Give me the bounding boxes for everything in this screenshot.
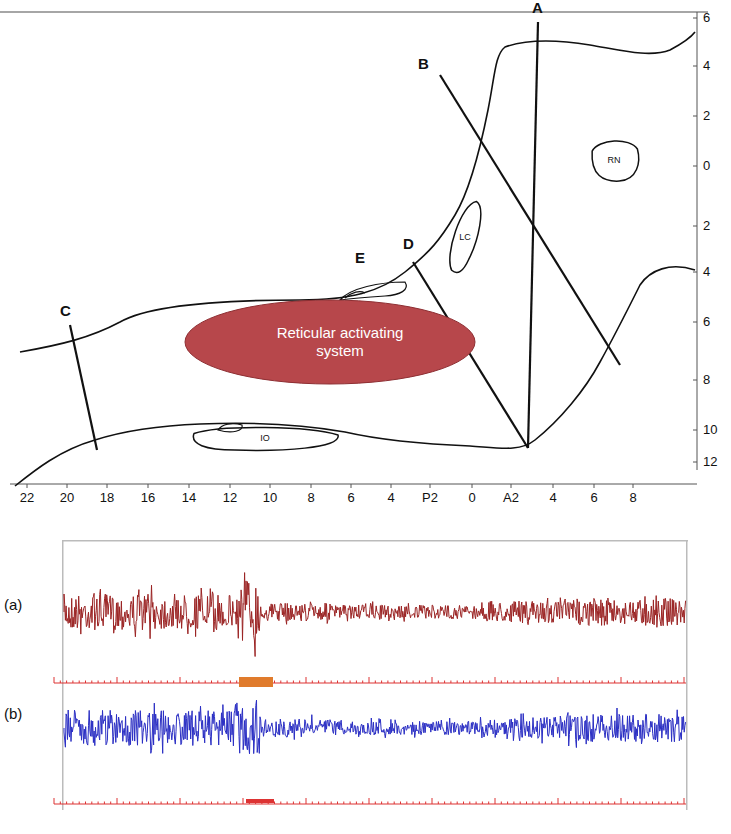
section-line-a — [528, 22, 538, 448]
stimulus-bar — [239, 677, 273, 687]
section-letter: D — [403, 236, 414, 251]
eeg-trace-b — [64, 700, 686, 754]
axis-number: 8 — [307, 491, 314, 504]
axis-number: 16 — [141, 491, 155, 504]
nucleus-label: IO — [260, 433, 270, 444]
section-letter: C — [60, 303, 71, 318]
axis-number: 8 — [629, 491, 636, 504]
axis-number: P2 — [422, 491, 438, 504]
axis-number: 4 — [387, 491, 394, 504]
axis-number: 12 — [703, 455, 717, 468]
axis-number: 8 — [703, 373, 710, 386]
axis-number: 18 — [100, 491, 114, 504]
axis-ticks — [27, 18, 697, 488]
axis-number: A2 — [503, 491, 519, 504]
section-line-c — [70, 325, 97, 450]
panel-label: (a) — [4, 597, 22, 612]
axis-number: 6 — [590, 491, 597, 504]
trace-frame — [686, 690, 688, 810]
region-ellipse: Reticular activating system — [185, 300, 475, 384]
trace-frame — [62, 540, 64, 690]
trace-frame — [686, 540, 688, 690]
axis-number: 2 — [703, 109, 710, 122]
stimulus-bar — [246, 799, 274, 803]
axis-number: 6 — [703, 315, 710, 328]
eeg-trace-a — [64, 573, 686, 657]
nucleus-outline: LC — [446, 200, 484, 274]
axis-number: 2 — [703, 219, 710, 232]
trace-frame — [62, 540, 688, 542]
shape-outline — [185, 300, 475, 384]
frame-top — [0, 11, 708, 13]
panel-label: (b) — [4, 706, 22, 721]
axis-number: 14 — [182, 491, 196, 504]
section-letter: A — [532, 0, 543, 15]
brainstem-outline — [0, 12, 708, 486]
axis-number: 22 — [20, 491, 34, 504]
axis-number: 6 — [347, 491, 354, 504]
axis-number: 10 — [263, 491, 277, 504]
axis-number: 0 — [468, 491, 475, 504]
trace-frame — [62, 690, 64, 810]
time-ruler — [54, 677, 686, 804]
nucleus-label: RN — [608, 155, 621, 166]
section-lines — [70, 22, 620, 450]
axis-number: 4 — [703, 265, 710, 278]
right-axis — [697, 12, 698, 470]
ventral-contour — [15, 267, 695, 486]
nucleus-label: LC — [459, 232, 471, 243]
small-nucleus — [340, 282, 406, 300]
axis-number: 0 — [703, 159, 710, 172]
axis-number: 10 — [703, 423, 717, 436]
shape-outline — [193, 427, 338, 450]
axis-number: 4 — [549, 491, 556, 504]
region-label: Reticular activating system — [255, 324, 425, 360]
axis-number: 4 — [703, 59, 710, 72]
shape-outline — [592, 141, 639, 181]
nucleus-outline: RN — [588, 138, 640, 182]
section-letter: E — [355, 250, 365, 265]
section-line-b — [440, 75, 620, 365]
axis-number: 20 — [60, 491, 74, 504]
axis-number: 6 — [703, 11, 710, 24]
axis-number: 12 — [223, 491, 237, 504]
nucleus-outline: IO — [190, 423, 340, 453]
small-nucleus — [345, 292, 365, 298]
section-letter: B — [418, 56, 429, 71]
shape-outline — [450, 201, 481, 272]
